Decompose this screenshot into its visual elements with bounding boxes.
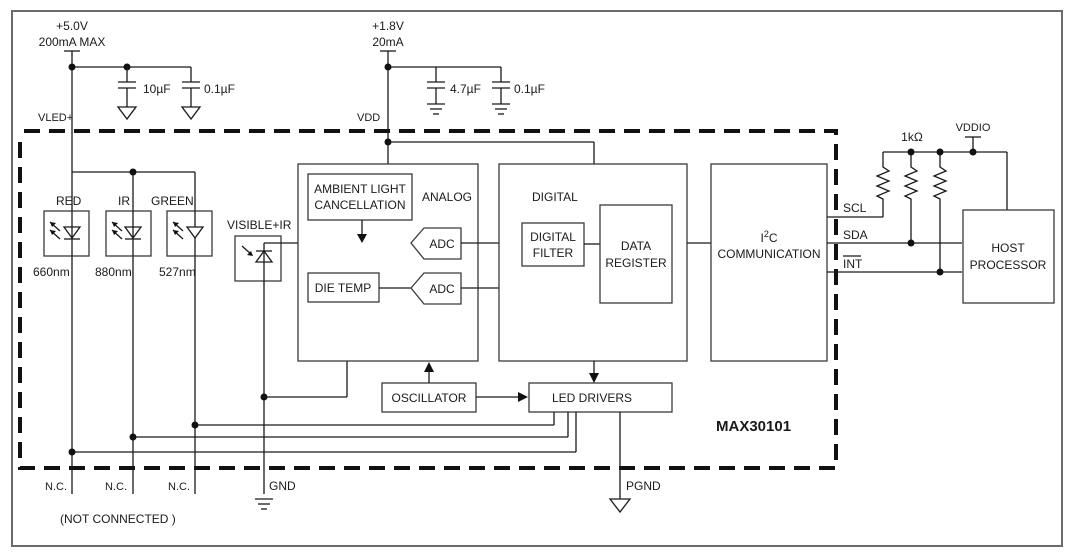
digital-filter-label-1: DIGITAL — [530, 230, 576, 244]
led-diode-icon — [185, 226, 205, 240]
data-register-label-1: DATA — [621, 239, 651, 253]
adc-1-label: ADC — [429, 237, 455, 251]
arrow-down-icon — [589, 373, 599, 383]
junction-dot — [68, 63, 76, 71]
junction-dot — [936, 148, 944, 156]
scl-label: SCL — [843, 201, 867, 215]
ambient-light-label-1: AMBIENT LIGHT — [314, 182, 406, 196]
junction-dot — [907, 148, 915, 156]
analog-block: ANALOG AMBIENT LIGHT CANCELLATION ADC DI… — [297, 163, 479, 362]
led-red-wavelength: 660nm — [33, 265, 70, 279]
led-red-label: RED — [56, 194, 82, 208]
junction-dot — [129, 433, 137, 441]
i2c-communication-block: I2C COMMUNICATION — [710, 163, 828, 362]
cap-label: 4.7µF — [450, 82, 481, 96]
vled-current: 200mA MAX — [39, 35, 106, 49]
cap-label: 0.1µF — [514, 82, 545, 96]
nc-note: (NOT CONNECTED ) — [60, 512, 176, 526]
bottom-pins: N.C. N.C. N.C. (NOT CONNECTED ) GND — [45, 479, 296, 526]
figure-frame — [11, 10, 1063, 547]
pgnd-icon — [608, 498, 632, 514]
vled-supply: +5.0V 200mA MAX 10µF 0.1µF VLED+ — [38, 19, 235, 452]
cap-label: 0.1µF — [204, 82, 235, 96]
vled-pin-label: VLED+ — [38, 112, 73, 124]
junction-dot — [68, 448, 76, 456]
die-temp — [307, 272, 380, 303]
led-drivers-label: LED DRIVERS — [552, 391, 632, 405]
vdd-voltage: +1.8V — [372, 19, 404, 33]
led-green — [166, 210, 213, 257]
ground-icon — [116, 106, 138, 121]
led-ir — [105, 210, 152, 257]
nc-label: N.C. — [45, 481, 67, 493]
vddio-label: VDDIO — [956, 122, 991, 134]
analog-label: ANALOG — [422, 190, 472, 204]
host-label-2: PROCESSOR — [970, 258, 1047, 272]
arrow-up-icon — [424, 362, 434, 372]
photodiode-label: VISIBLE+IR — [227, 218, 292, 232]
oscillator-label: OSCILLATOR — [392, 391, 467, 405]
oscillator — [381, 382, 477, 413]
vdd-pin-label: VDD — [357, 112, 380, 124]
host-processor: HOST PROCESSOR — [962, 209, 1055, 304]
i2c-container — [710, 163, 828, 362]
gnd-label: GND — [269, 479, 296, 493]
vdd-supply: +1.8V 20mA 4.7µF 0.1µF VDD — [357, 19, 595, 164]
led-red — [43, 210, 90, 257]
digital-label: DIGITAL — [532, 190, 578, 204]
junction-dot — [384, 63, 392, 71]
sda-label: SDA — [843, 228, 868, 242]
ambient-light-label-2: CANCELLATION — [314, 198, 405, 212]
data-register — [599, 204, 673, 304]
ground-icon — [180, 106, 202, 121]
led-drivers — [528, 382, 673, 413]
resistor-int — [932, 152, 948, 272]
led-green-label: GREEN — [151, 194, 194, 208]
junction-dot — [191, 421, 199, 429]
light-emission-icon — [111, 221, 123, 240]
data-register-label-2: REGISTER — [605, 256, 667, 270]
cap-label: 10µF — [143, 82, 171, 96]
ambient-light-cancellation — [307, 173, 413, 221]
junction-dot — [936, 268, 944, 276]
adc-2-label: ADC — [429, 282, 455, 296]
light-incident-icon — [241, 245, 253, 256]
chip-name: MAX30101 — [716, 418, 791, 435]
i2c-bus: SCL SDA INT 1kΩ VDDIO — [827, 122, 1008, 276]
host-processor-box — [962, 209, 1055, 304]
led-ir-label: IR — [118, 194, 130, 208]
oscillator-block: OSCILLATOR — [381, 362, 528, 413]
nc-label: N.C. — [168, 481, 190, 493]
arrow-right-icon — [518, 392, 528, 402]
digital-block: DIGITAL DIGITAL FILTER DATA REGISTER — [498, 163, 688, 362]
led-diode-icon — [62, 226, 82, 240]
led-drivers-block: LED DRIVERS PGND — [68, 361, 673, 514]
pullup-label: 1kΩ — [901, 130, 923, 144]
host-label-1: HOST — [991, 241, 1025, 255]
i2c-label-2: COMMUNICATION — [717, 247, 820, 261]
led-ir-wavelength: 880nm — [95, 265, 132, 279]
die-temp-label: DIE TEMP — [315, 281, 371, 295]
chip-boundary — [18, 129, 838, 470]
resistor-sda — [903, 152, 919, 243]
arrow-down-icon — [357, 234, 367, 243]
resistor-scl — [875, 152, 891, 217]
photodiode-icon — [254, 249, 274, 263]
i2c-label-1: I2C — [760, 229, 777, 245]
led-green-wavelength: 527nm — [159, 265, 196, 279]
pgnd-label: PGND — [626, 479, 661, 493]
digital-filter-label-2: FILTER — [533, 246, 574, 260]
light-emission-icon — [172, 221, 184, 240]
led-diode-icon — [123, 226, 143, 240]
int-label: INT — [843, 257, 863, 271]
led-array: RED 660nm IR 880nm GREEN 527nm — [33, 168, 213, 494]
vdd-current: 20mA — [372, 35, 403, 49]
junction-dot — [907, 239, 915, 247]
vled-voltage: +5.0V — [56, 19, 88, 33]
nc-label: N.C. — [105, 481, 127, 493]
light-emission-icon — [49, 221, 61, 240]
